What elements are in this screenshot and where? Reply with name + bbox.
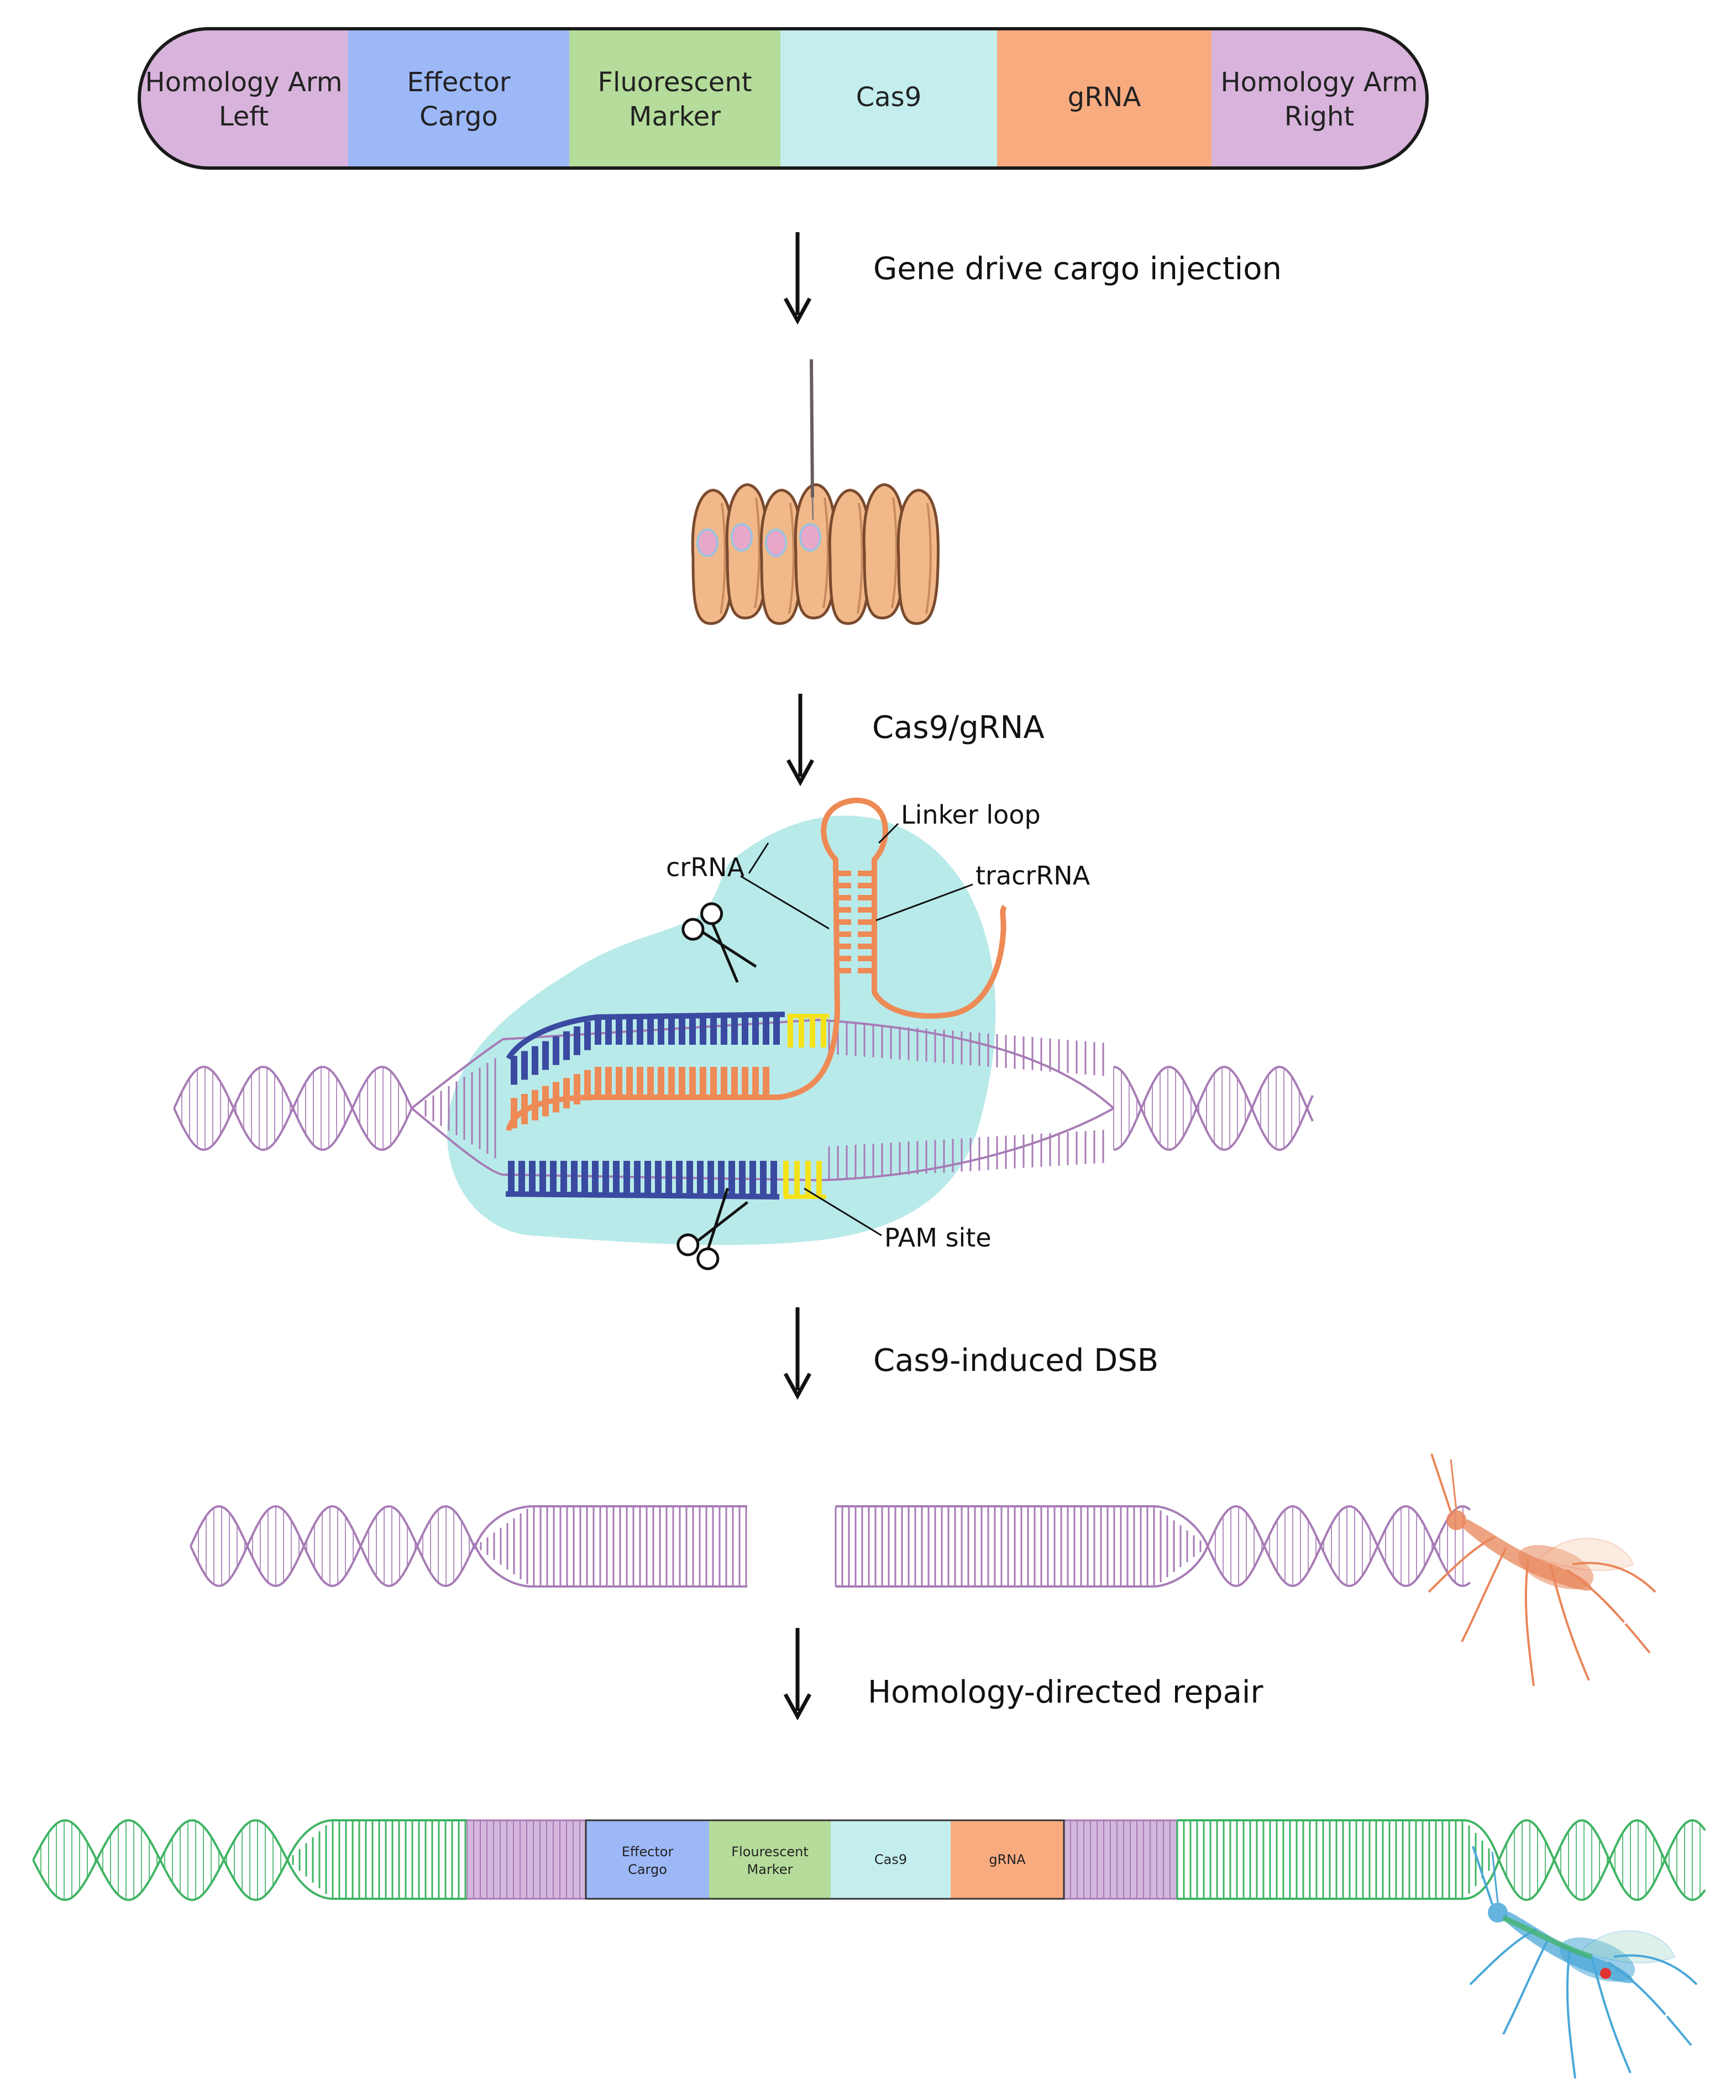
repaired-segment-label: Cas9 — [874, 1852, 907, 1867]
arrow-down-icon — [786, 694, 815, 787]
label-linker-loop: Linker loop — [901, 800, 1041, 830]
repaired-cassette-segment — [831, 1820, 951, 1899]
cassette-segment-label: Cas9 — [856, 82, 921, 113]
arrow-down-icon — [783, 1307, 812, 1400]
cassette-segment — [1211, 29, 1427, 168]
cassette-segment — [997, 29, 1211, 168]
repaired-segment-label: gRNA — [989, 1852, 1026, 1867]
arrow-down-icon — [783, 1628, 812, 1721]
cassette-segment — [348, 29, 569, 168]
grna-hairpin — [821, 797, 1008, 1019]
broken-dna — [190, 1505, 1471, 1588]
target-dna — [173, 1018, 1314, 1182]
step-label-injection: Gene drive cargo injection — [873, 251, 1282, 287]
injection-needle-icon — [810, 359, 814, 520]
step-label-cas9-grna: Cas9/gRNA — [872, 710, 1045, 746]
repaired-cassette-segment — [951, 1820, 1064, 1899]
cassette-segment — [780, 29, 997, 168]
pam-site — [788, 1016, 826, 1048]
nucleus — [696, 528, 718, 557]
cassette-segment — [569, 29, 780, 168]
pam-site — [783, 1161, 822, 1195]
cassette-segment — [139, 29, 348, 168]
homology-arm-right — [1064, 1820, 1177, 1899]
step-label-hdr: Homology-directed repair — [868, 1674, 1263, 1710]
embryo — [896, 489, 940, 625]
cas9-complex: Linker loop crRNA tracrRNA PAM site — [173, 797, 1314, 1270]
mosquito-icon — [1428, 1453, 1656, 1687]
embryo-row — [691, 483, 940, 625]
label-tracrrna: tracrRNA — [975, 861, 1090, 891]
nucleus — [731, 523, 753, 552]
step-label-dsb: Cas9-induced DSB — [873, 1343, 1158, 1379]
repaired-cassette-segment — [586, 1820, 709, 1899]
nucleus — [799, 523, 821, 552]
nucleus — [765, 528, 787, 557]
repaired-dna — [32, 1819, 1706, 1902]
mosquito-icon — [1469, 1846, 1698, 2079]
arrow-down-icon — [783, 232, 812, 325]
complex-strands — [505, 862, 841, 1200]
cassette-segment-label: gRNA — [1068, 82, 1141, 113]
scissors-icon — [676, 1187, 749, 1270]
label-pam-site: PAM site — [884, 1223, 992, 1253]
repaired-cassette-segment — [709, 1820, 831, 1899]
label-crrna: crRNA — [666, 852, 745, 882]
scissors-icon — [681, 902, 757, 983]
